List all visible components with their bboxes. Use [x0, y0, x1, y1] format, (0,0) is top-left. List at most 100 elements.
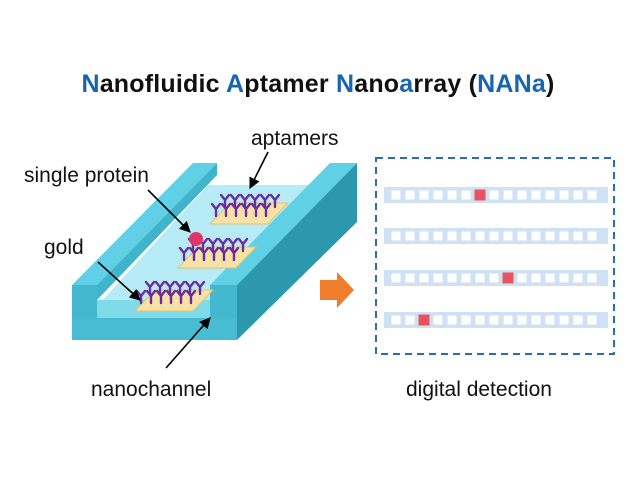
detection-cell — [419, 190, 429, 200]
detection-cell — [447, 190, 457, 200]
detection-hit-cell — [474, 189, 486, 201]
nanochannel-device — [72, 163, 357, 340]
detection-panel-border — [375, 157, 615, 355]
left-wall-inner — [97, 163, 217, 300]
aptamer-icon — [219, 193, 231, 209]
detection-cell — [433, 190, 443, 200]
aptamer-icon — [269, 193, 281, 209]
detection-cell — [573, 315, 583, 325]
figure-title: Nanofluidic Aptamer Nanoarray (NANa) — [0, 70, 636, 99]
aptamer-icon — [154, 280, 166, 296]
arrow-single-protein — [147, 189, 191, 233]
aptamer-icon — [184, 280, 196, 296]
label-aptamers: aptamers — [251, 127, 339, 150]
protein-dot — [189, 232, 203, 246]
detection-cell — [391, 315, 401, 325]
aptamer-group — [135, 193, 281, 305]
detection-cell — [531, 315, 541, 325]
detection-cell — [489, 315, 499, 325]
detection-cell — [503, 190, 513, 200]
aptamer-icon — [164, 280, 176, 296]
title-part: A — [225, 70, 245, 98]
detection-cell — [517, 315, 527, 325]
aptamer-icon — [229, 193, 241, 209]
detection-cell — [419, 231, 429, 241]
aptamer-icon — [144, 280, 156, 296]
detection-cell — [433, 231, 443, 241]
title-part: a — [399, 70, 414, 98]
detection-cell — [405, 190, 415, 200]
detection-cell — [531, 231, 541, 241]
detection-cell — [405, 231, 415, 241]
detection-cell — [405, 315, 415, 325]
title-part: N — [335, 70, 355, 98]
aptamer-icon — [210, 202, 222, 218]
label-nanochannel: nanochannel — [91, 378, 212, 401]
detection-cell — [573, 231, 583, 241]
detection-hit-cell — [502, 272, 514, 284]
title-part: ptamer — [244, 70, 336, 98]
detection-cell — [503, 315, 513, 325]
aptamer-icon — [237, 237, 249, 253]
detection-cell — [559, 315, 569, 325]
title-part: ano — [354, 70, 400, 98]
aptamer-icon — [227, 237, 239, 253]
aptamer-icon — [174, 280, 186, 296]
detection-cell — [475, 231, 485, 241]
detection-cell — [587, 190, 597, 200]
aptamer-icon — [249, 193, 261, 209]
detection-cell — [447, 231, 457, 241]
gold-pad-back — [208, 202, 290, 225]
detection-cell — [461, 315, 471, 325]
detection-cell — [503, 231, 513, 241]
left-wall-top — [72, 163, 217, 285]
detection-cell — [433, 273, 443, 283]
title-part: anofluidic — [99, 70, 226, 98]
aptamer-icon — [207, 237, 219, 253]
detection-cell — [391, 273, 401, 283]
aptamer-icon — [259, 193, 271, 209]
detection-cell — [573, 190, 583, 200]
detection-cell — [391, 190, 401, 200]
aptamer-icon — [217, 237, 229, 253]
detection-cell — [461, 273, 471, 283]
right-wall-side — [237, 163, 357, 340]
detection-cell — [531, 190, 541, 200]
process-arrow — [320, 272, 354, 308]
detection-cell — [447, 315, 457, 325]
label-digital-detection: digital detection — [406, 378, 552, 401]
gold-pad-middle — [176, 246, 258, 269]
arrow-nanochannel — [165, 317, 211, 369]
detection-cell — [587, 315, 597, 325]
aptamer-icon — [194, 280, 206, 296]
base-front — [72, 318, 237, 340]
detection-cell — [531, 273, 541, 283]
detection-cell — [475, 273, 485, 283]
detection-cell — [587, 273, 597, 283]
detection-cell — [419, 273, 429, 283]
detection-cell — [433, 315, 443, 325]
label-single-protein: single protein — [24, 164, 149, 187]
arrow-gold — [97, 261, 141, 301]
detection-cell — [447, 273, 457, 283]
label-gold: gold — [44, 236, 84, 259]
title-part: N — [81, 70, 100, 98]
detection-cell — [545, 273, 555, 283]
detection-cell — [573, 273, 583, 283]
detection-cell — [559, 190, 569, 200]
detection-rows — [384, 187, 608, 328]
detection-cell — [587, 231, 597, 241]
arrow-aptamers — [249, 151, 269, 190]
detection-cell — [517, 273, 527, 283]
detection-cell — [559, 231, 569, 241]
detection-cell — [489, 231, 499, 241]
detection-cell — [559, 273, 569, 283]
title-part: rray ( — [413, 70, 478, 98]
detection-cell — [517, 231, 527, 241]
detection-cell — [391, 231, 401, 241]
title-part: NANa — [477, 70, 547, 98]
detection-cell — [475, 315, 485, 325]
detection-cell — [517, 190, 527, 200]
detection-cell — [489, 190, 499, 200]
